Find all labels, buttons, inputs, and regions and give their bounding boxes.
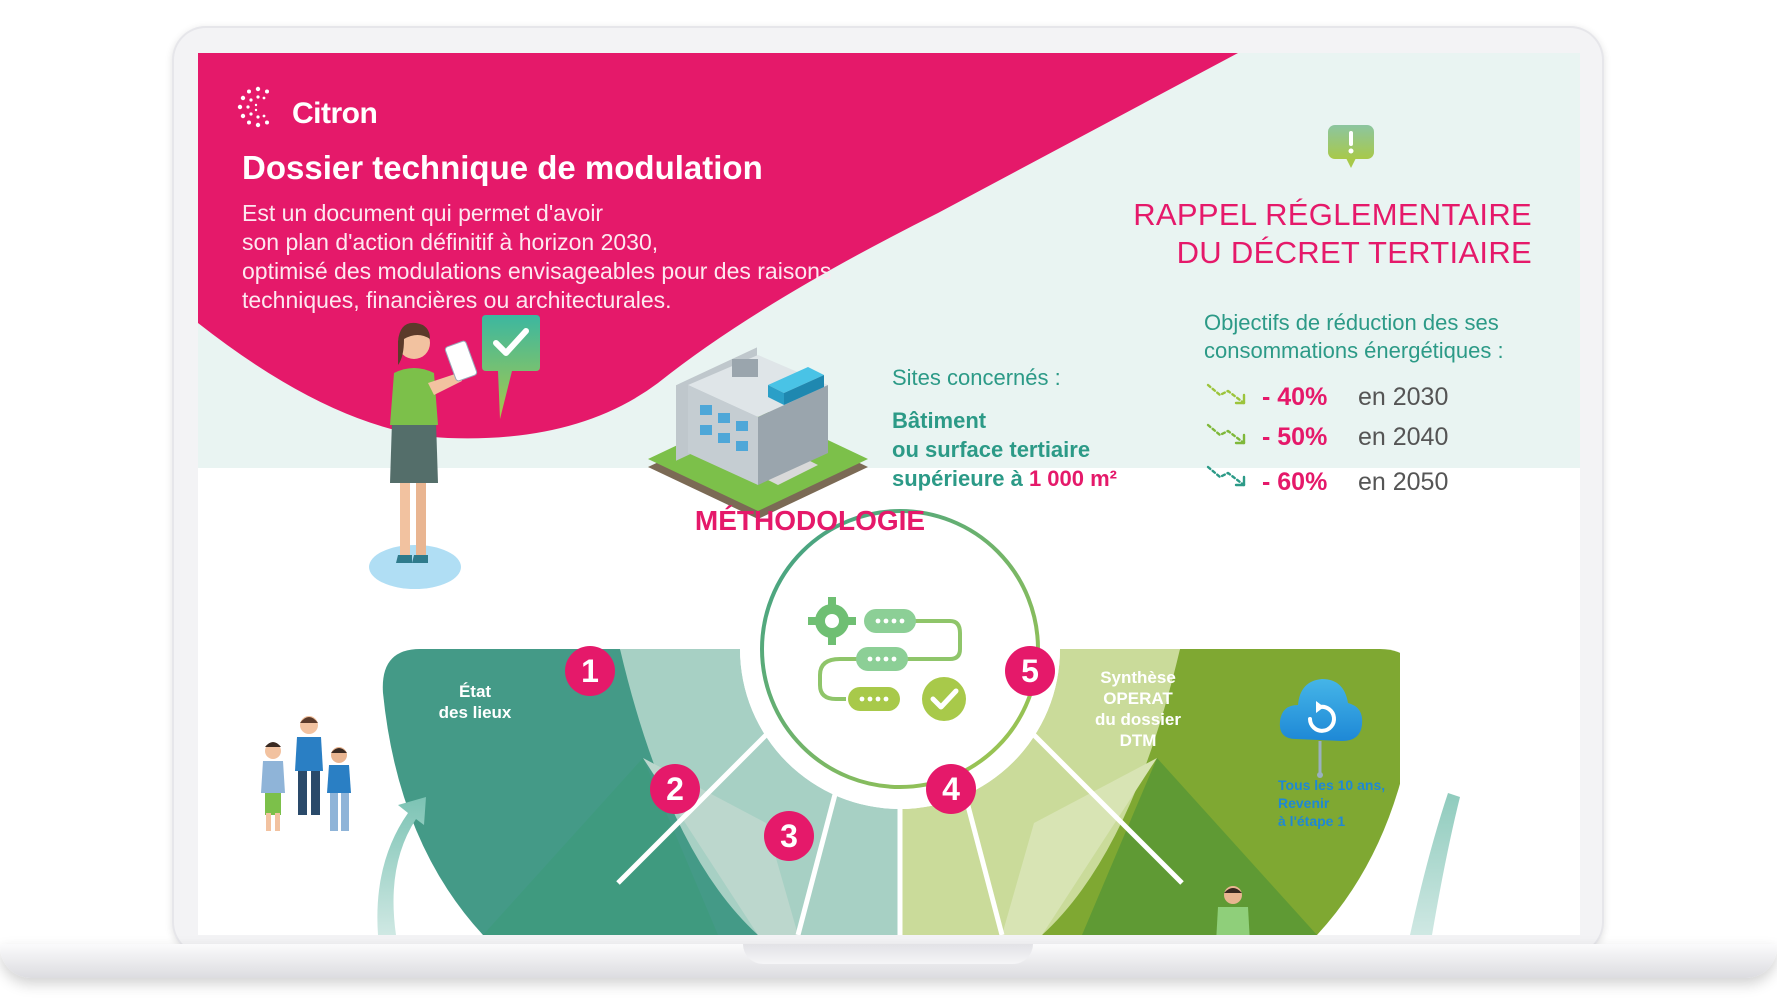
- target-year: en 2050: [1358, 468, 1449, 496]
- woman-illustration: [369, 322, 478, 589]
- trend-arrows: [1206, 383, 1246, 487]
- target-2050: - 60% en 2050: [1262, 468, 1448, 497]
- step-number-1: 1: [565, 646, 615, 696]
- trend-down-arrow-icon: [1206, 423, 1246, 445]
- page-title: Dossier technique de modulation: [242, 149, 763, 186]
- sites-value-line: Bâtiment: [892, 408, 987, 433]
- cycle-line: Revenir: [1278, 795, 1330, 811]
- cycle-line: Tous les 10 ans,: [1278, 777, 1386, 793]
- sites-value: Bâtiment ou surface tertiaire supérieure…: [892, 406, 1117, 493]
- rappel-line: RAPPEL RÉGLEMENTAIRE: [1133, 197, 1532, 232]
- sites-threshold-value: 1 000 m²: [1028, 466, 1118, 491]
- trend-down-arrow-icon: [1206, 465, 1246, 487]
- refresh-cloud-icon: [1279, 679, 1363, 778]
- target-percent: - 40%: [1262, 383, 1328, 411]
- target-2030: - 40% en 2030: [1262, 383, 1448, 412]
- trend-down-arrow-icon: [1206, 383, 1246, 405]
- objectifs-heading: Objectifs de réduction des ses consommat…: [1204, 309, 1504, 365]
- cycle-text: Tous les 10 ans, Revenir à l'étape 1: [1278, 776, 1385, 830]
- target-2040: - 50% en 2040: [1262, 423, 1448, 452]
- alert-bubble-icon: [1328, 125, 1374, 168]
- step-number-5: 5: [1005, 646, 1055, 696]
- citron-logo-icon: [237, 86, 269, 128]
- sites-value-line: ou surface tertiaire: [892, 437, 1091, 462]
- rappel-line: DU DÉCRET TERTIAIRE: [1176, 235, 1532, 270]
- target-percent: - 60%: [1262, 468, 1328, 496]
- target-year: en 2030: [1358, 383, 1449, 411]
- cycle-line: à l'étape 1: [1278, 813, 1346, 829]
- target-year: en 2040: [1358, 423, 1449, 451]
- check-bubble-icon: [482, 315, 540, 419]
- methodologie-title: MÉTHODOLOGIE: [694, 505, 926, 536]
- objectifs-line: Objectifs de réduction des ses: [1204, 310, 1499, 335]
- step-label-line: État: [458, 682, 492, 701]
- target-percent: - 50%: [1262, 423, 1328, 451]
- objectifs-line: consommations énergétiques :: [1204, 338, 1504, 363]
- person-illustration: [1216, 886, 1250, 935]
- intro-line: techniques, financières ou architectural…: [242, 287, 672, 313]
- intro-text: Est un document qui permet d'avoir son p…: [242, 199, 922, 315]
- step-number-3: 3: [764, 811, 814, 861]
- step-label-line: DTM: [1119, 731, 1157, 750]
- team-illustration: [261, 716, 351, 831]
- step-1-label: État des lieux: [420, 681, 530, 723]
- brand-name: Citron: [292, 97, 378, 130]
- intro-line: son plan d'action définitif à horizon 20…: [242, 229, 659, 255]
- intro-line: optimisé des modulations envisageables p…: [242, 258, 832, 284]
- rappel-title: RAPPEL RÉGLEMENTAIRE DU DÉCRET TERTIAIRE: [1133, 196, 1532, 272]
- intro-line: Est un document qui permet d'avoir: [242, 200, 604, 226]
- step-5-label: Synthèse OPERAT du dossier DTM: [1078, 667, 1198, 751]
- sites-value-line: supérieure à 1 000 m²: [892, 464, 1117, 493]
- step-number-4: 4: [926, 764, 976, 814]
- sites-threshold-prefix: supérieure à: [892, 466, 1029, 491]
- process-flow-icon: [808, 597, 966, 721]
- laptop-notch: [743, 944, 1033, 964]
- step-label-line: OPERAT: [1103, 689, 1173, 708]
- step-label-line: Synthèse: [1100, 668, 1176, 687]
- building-illustration: [648, 347, 868, 519]
- infographic-screen: Citron Dossier technique de modulation E…: [198, 53, 1580, 935]
- step-number-2: 2: [650, 764, 700, 814]
- step-label-line: du dossier: [1095, 710, 1181, 729]
- step-label-line: des lieux: [438, 703, 512, 722]
- methodology-wheel: [377, 509, 1460, 935]
- sites-label: Sites concernés :: [892, 365, 1061, 390]
